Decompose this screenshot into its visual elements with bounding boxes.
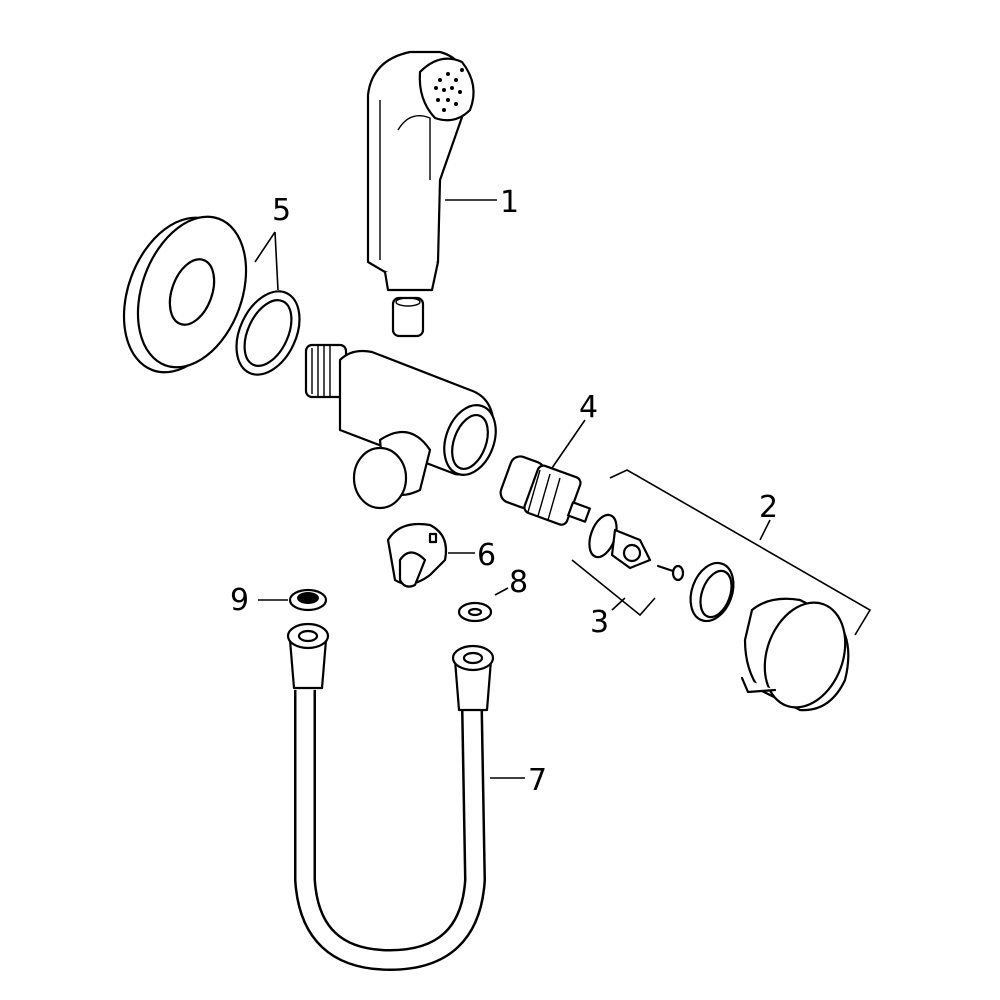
callout-1: 1: [500, 185, 519, 220]
part-hand-shower: [366, 50, 475, 338]
part-wall-rosette: [122, 215, 301, 376]
callout-9: 9: [230, 583, 249, 618]
part-shower-hose: [286, 622, 495, 972]
part-handle: [689, 561, 850, 712]
part-handle-insert: [588, 513, 685, 582]
callout-6: 6: [477, 538, 496, 573]
callout-4: 4: [579, 390, 598, 425]
callout-5: 5: [272, 193, 291, 228]
part-washer: [457, 601, 493, 623]
part-holder-clip: [386, 522, 448, 588]
callout-2: 2: [759, 490, 778, 525]
callout-8: 8: [509, 565, 528, 600]
callout-7: 7: [528, 763, 547, 798]
callout-3: 3: [590, 605, 609, 640]
part-valve-cartridge: [499, 455, 591, 526]
part-filter-seal: [288, 588, 328, 612]
part-valve-body: [304, 343, 497, 510]
leader-lines: [254, 199, 872, 779]
